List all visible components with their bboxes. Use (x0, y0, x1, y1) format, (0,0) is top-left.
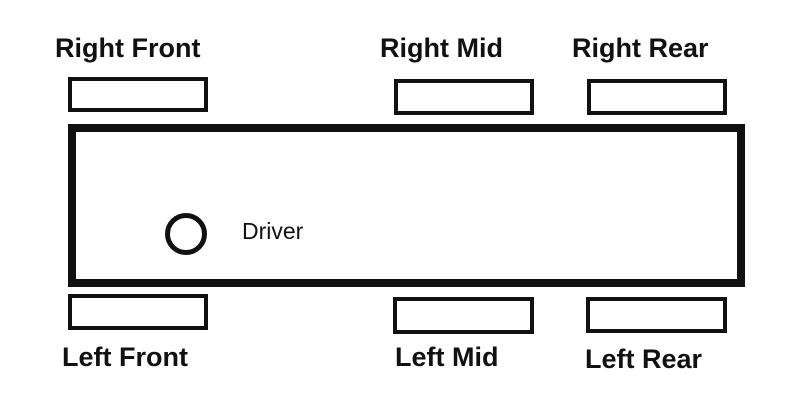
right-rear-label: Right Rear (572, 33, 709, 63)
left-rear-label: Left Rear (585, 344, 703, 374)
right-mid-label: Right Mid (380, 33, 503, 63)
driver-seat-icon (165, 213, 207, 255)
right-front-label: Right Front (55, 33, 201, 63)
left-mid-label: Left Mid (395, 342, 499, 372)
vehicle-body (68, 124, 745, 287)
right-mid-wheel (394, 79, 534, 115)
left-front-label: Left Front (62, 342, 188, 372)
driver-label: Driver (242, 218, 304, 244)
right-front-wheel (68, 77, 208, 112)
left-front-wheel (68, 294, 208, 330)
left-mid-wheel (393, 297, 534, 334)
right-rear-wheel (587, 79, 727, 115)
left-rear-wheel (586, 297, 727, 333)
